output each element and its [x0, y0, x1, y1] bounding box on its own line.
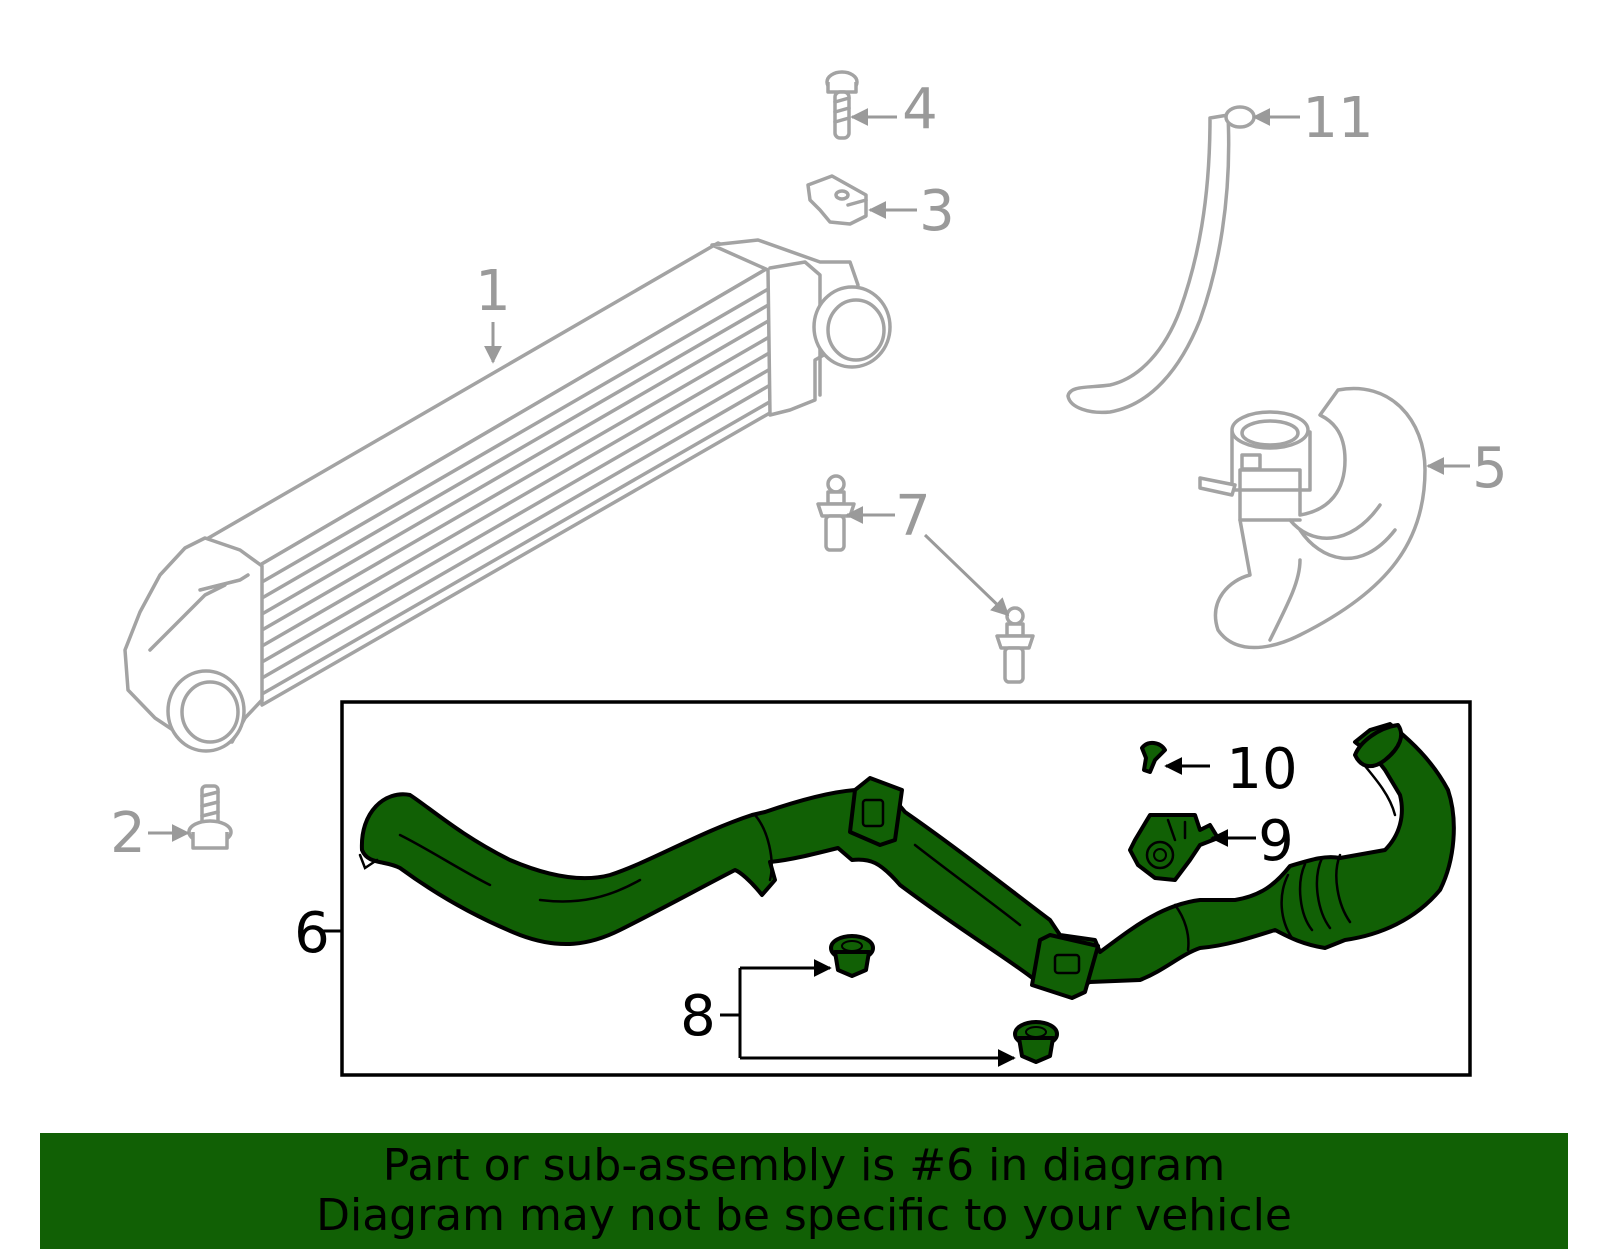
hose-part-11	[1066, 105, 1256, 415]
clip-part-8a	[829, 934, 875, 978]
bracket-part-3	[806, 174, 868, 226]
callout-3: 3	[919, 179, 955, 244]
charge-air-tube-part-6	[358, 722, 1456, 1000]
bolt-part-2	[187, 784, 233, 850]
info-banner: Part or sub-assembly is #6 in diagram Di…	[40, 1133, 1568, 1249]
callout-6: 6	[294, 901, 330, 966]
banner-line-1: Part or sub-assembly is #6 in diagram	[382, 1140, 1226, 1191]
clip-part-8b	[1013, 1020, 1059, 1064]
callout-2: 2	[110, 801, 146, 866]
callout-7: 7	[895, 484, 931, 549]
leader-8-bracket	[720, 966, 1012, 1060]
leader-7b	[923, 533, 1010, 617]
intercooler-part	[123, 238, 892, 753]
callout-4: 4	[902, 77, 938, 142]
callout-5: 5	[1472, 436, 1508, 501]
sensor-part-9	[1128, 813, 1220, 882]
callout-9: 9	[1258, 809, 1294, 874]
fastener-part-10	[1140, 741, 1167, 774]
callout-11: 11	[1302, 86, 1373, 151]
sub-assembly-box	[340, 700, 1472, 1077]
callout-10: 10	[1226, 737, 1297, 802]
elbow-hose-part-5	[1198, 386, 1427, 650]
callout-8: 8	[680, 984, 716, 1049]
screw-part-4	[825, 70, 859, 140]
callout-1: 1	[475, 259, 511, 324]
banner-line-2: Diagram may not be specific to your vehi…	[316, 1190, 1292, 1241]
